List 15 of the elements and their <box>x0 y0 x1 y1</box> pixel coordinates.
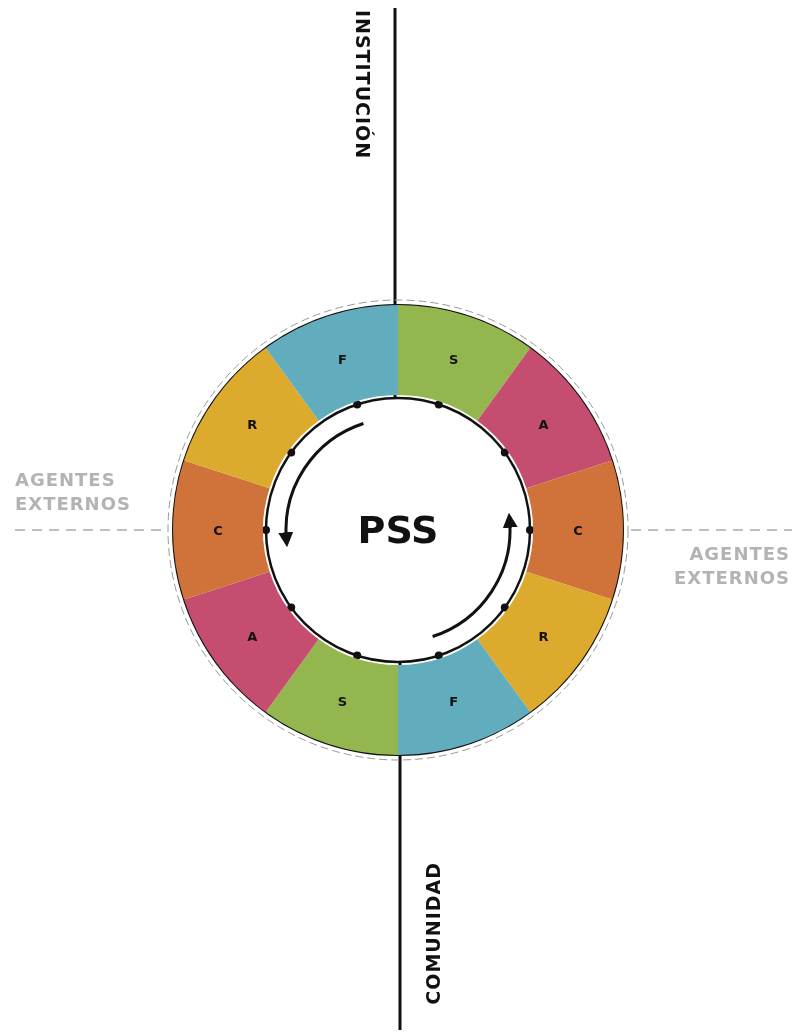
axis-label: INSTITUCIÓN <box>352 10 374 160</box>
segment-letter: C <box>573 522 583 538</box>
segment-letter: C <box>213 522 223 538</box>
segment-letter: S <box>337 693 348 709</box>
segment-letter: A <box>247 628 258 644</box>
segment-letter: A <box>538 416 549 432</box>
segment-letter: R <box>247 416 258 432</box>
side-label: AGENTES EXTERNOS <box>15 468 132 517</box>
segment-letter: R <box>538 628 549 644</box>
side-label: AGENTES EXTERNOS <box>673 542 790 591</box>
center-title: PSS <box>357 508 439 552</box>
segment-letter: F <box>449 693 459 709</box>
segment-letter: S <box>448 351 459 367</box>
segment-letter: F <box>337 351 347 367</box>
axis-label: COMUNIDAD <box>422 862 444 1005</box>
